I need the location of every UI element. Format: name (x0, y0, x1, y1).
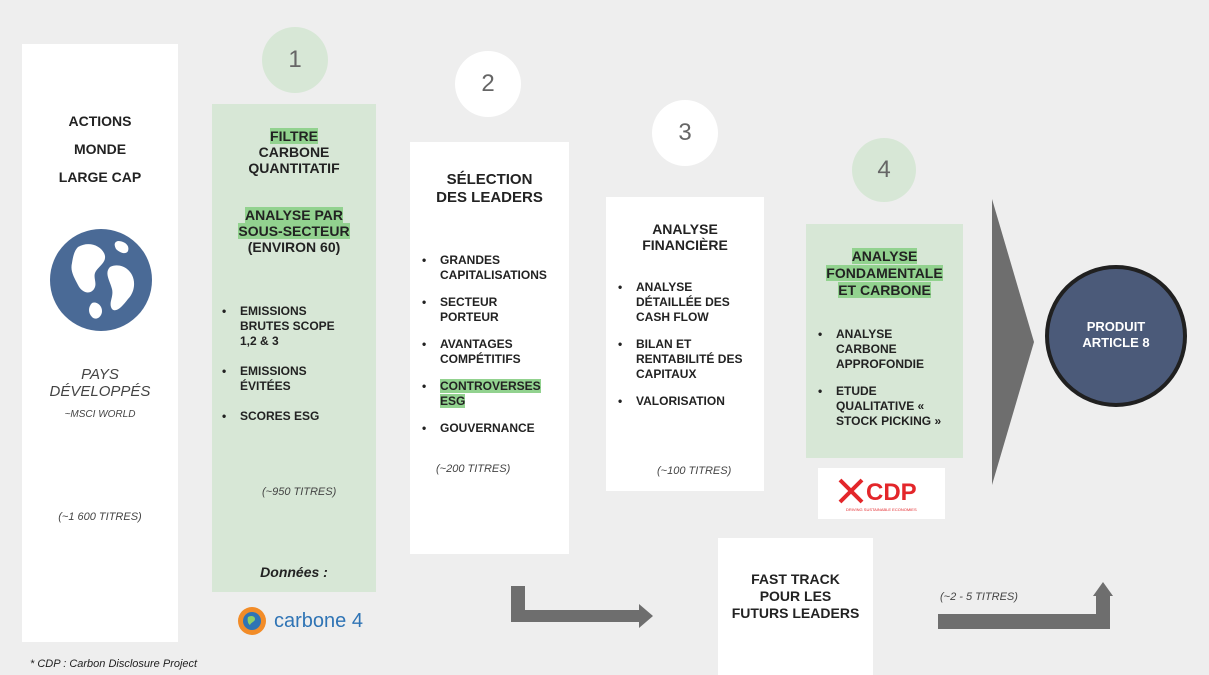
universe-count: (~1 600 TITRES) (58, 511, 142, 523)
step-1-subtitle-line: (ENVIRON 60) (247, 239, 341, 255)
fast-track-arrow-icon (511, 586, 653, 628)
step-3-bullet: VALORISATION (614, 394, 760, 409)
product-circle: PRODUIT ARTICLE 8 (1045, 265, 1187, 407)
step-1-number: 1 (262, 27, 328, 93)
step-2-title-line: DES LEADERS (436, 189, 543, 206)
step-3-number: 3 (652, 100, 718, 166)
step-4-bullet: ETUDE QUALITATIVE « STOCK PICKING » (814, 384, 954, 429)
step-2-title-line: SÉLECTION (446, 171, 533, 188)
universe-title-line: ACTIONS (68, 113, 132, 129)
step-2-bullet: GRANDES CAPITALISATIONS (418, 253, 558, 283)
carbone4-logo: carbone 4 (236, 605, 363, 637)
region-line: DÉVELOPPÉS (49, 383, 151, 400)
step-2-bullets: GRANDES CAPITALISATIONS SECTEUR PORTEUR … (418, 253, 558, 436)
step-3-panel: ANALYSE FINANCIÈRE ANALYSE DÉTAILLÉE DES… (606, 197, 764, 491)
step-3-count: (~100 TITRES) (657, 465, 732, 477)
step-3-bullet: ANALYSE DÉTAILLÉE DES CASH FLOW (614, 280, 760, 325)
footnote: * CDP : Carbon Disclosure Project (30, 658, 198, 670)
region-line: PAYS (81, 366, 119, 383)
data-label: Données : (260, 564, 328, 580)
step-2-count: (~200 TITRES) (436, 463, 511, 475)
universe-title-line: MONDE (73, 141, 127, 157)
step-2-panel: SÉLECTION DES LEADERS GRANDES CAPITALISA… (410, 142, 569, 554)
universe-panel: ACTIONS MONDE LARGE CAP PAYS DÉVELOPPÉS … (22, 44, 178, 642)
fast-track-count: (~2 - 5 TITRES) (940, 591, 1018, 603)
step-2-bullet: GOUVERNANCE (418, 421, 558, 436)
cdp-tagline: DRIVING SUSTAINABLE ECONOMIES (846, 507, 917, 512)
fast-track-panel: FAST TRACK POUR LES FUTURS LEADERS (718, 538, 873, 675)
step-3-title-line: ANALYSE (652, 221, 718, 237)
carbone4-icon (238, 607, 266, 635)
cdp-logo: CDP DRIVING SUSTAINABLE ECONOMIES (818, 468, 945, 519)
step-2-bullet: CONTROVERSES ESG (418, 379, 558, 409)
fast-track-line: FAST TRACK (751, 571, 840, 587)
step-4-title-line: ET CARBONE (838, 282, 931, 298)
step-2-bullet: AVANTAGES COMPÉTITIFS (418, 337, 558, 367)
cdp-text: CDP (866, 479, 917, 506)
cdp-icon (838, 478, 864, 504)
step-3-title-line: FINANCIÈRE (642, 237, 728, 253)
globe-icon (50, 229, 152, 331)
step-1-subtitle-line: ANALYSE PAR (244, 207, 344, 223)
step-4-title-line: ANALYSE (851, 248, 918, 264)
step-4-bullets: ANALYSE CARBONE APPROFONDIE ETUDE QUALIT… (814, 327, 954, 429)
step-1-bullet: EMISSIONS ÉVITÉES (218, 364, 338, 394)
step-4-number-text: 4 (877, 156, 891, 183)
large-arrow-icon (992, 199, 1034, 485)
up-arrow-icon (938, 582, 1113, 629)
step-1-bullet: EMISSIONS BRUTES SCOPE 1,2 & 3 (218, 304, 338, 349)
fast-track-line: FUTURS LEADERS (731, 605, 860, 621)
step-1-bullets: EMISSIONS BRUTES SCOPE 1,2 & 3 EMISSIONS… (218, 304, 338, 424)
step-1-count: (~950 TITRES) (262, 486, 337, 498)
step-1-title-line: CARBONE (258, 144, 330, 160)
step-3-bullet: BILAN ET RENTABILITÉ DES CAPITAUX (614, 337, 760, 382)
index-label: ~MSCI WORLD (64, 409, 136, 420)
step-1-panel: FILTRE CARBONE QUANTITATIF ANALYSE PAR S… (212, 104, 376, 592)
step-3-bullets: ANALYSE DÉTAILLÉE DES CASH FLOW BILAN ET… (614, 280, 760, 409)
step-1-title-line: QUANTITATIF (248, 160, 340, 176)
step-1-bullet: SCORES ESG (218, 409, 338, 424)
step-1-title-line: FILTRE (270, 128, 318, 144)
step-4-number: 4 (852, 138, 916, 202)
fast-track-line: POUR LES (759, 588, 832, 604)
controversies-label: CONTROVERSES ESG (440, 379, 541, 408)
step-2-bullet: SECTEUR PORTEUR (418, 295, 558, 325)
step-2-number: 2 (455, 51, 521, 117)
product-line: PRODUIT (1086, 319, 1146, 334)
step-4-bullet: ANALYSE CARBONE APPROFONDIE (814, 327, 954, 372)
universe-title-line: LARGE CAP (58, 169, 142, 185)
step-1-number-text: 1 (288, 46, 302, 73)
step-1-subtitle-line: SOUS-SECTEUR (238, 223, 350, 239)
step-3-number-text: 3 (678, 119, 692, 146)
step-4-title-line: FONDAMENTALE (826, 265, 943, 281)
carbone4-text: carbone 4 (274, 609, 363, 632)
step-4-panel: ANALYSE FONDAMENTALE ET CARBONE ANALYSE … (806, 224, 963, 458)
step-2-number-text: 2 (481, 70, 495, 97)
product-line: ARTICLE 8 (1082, 335, 1150, 350)
